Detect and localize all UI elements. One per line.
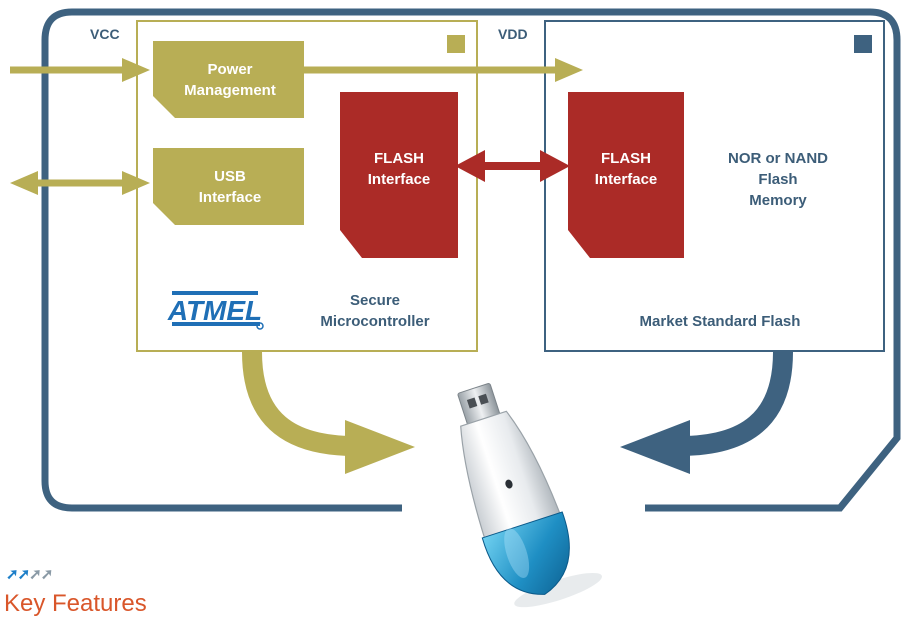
svg-text:ATMEL: ATMEL: [167, 295, 262, 326]
usb-arrowhead-right: [122, 171, 150, 195]
flash-interface-right-label: FLASH Interface: [594, 150, 658, 188]
flash-to-drive-arrowhead: [620, 420, 690, 474]
usb-interface-block: [153, 148, 304, 225]
vdd-label: VDD: [498, 26, 528, 42]
key-features-heading: Key Features: [4, 590, 147, 617]
mcu-to-drive-curve: [242, 351, 356, 456]
nor-nand-memory-label: NOR or NAND Flash Memory: [728, 150, 828, 209]
flash-interface-left-label: FLASH Interface: [367, 150, 431, 188]
power-management-label: Power Management: [184, 61, 276, 99]
flash-link-arrowhead-right: [540, 150, 570, 182]
market-standard-flash-label: Market Standard Flash: [639, 313, 801, 330]
double-arrow-icon: ➚➚➚➚: [6, 566, 53, 583]
vcc-input-arrowhead: [122, 58, 150, 82]
vcc-label: VCC: [90, 26, 120, 42]
usb-interface-label: USB Interface: [198, 168, 262, 206]
atmel-logo: ATMEL: [167, 291, 264, 330]
flash-to-drive-curve: [679, 351, 793, 456]
flash-interface-block-right: [568, 92, 684, 258]
outer-frame: [41, 8, 901, 512]
flash-link-arrowhead-left: [455, 150, 485, 182]
vdd-indicator-square: [854, 35, 872, 53]
vcc-indicator-square: [447, 35, 465, 53]
secure-microcontroller-label: Secure Microcontroller: [320, 292, 430, 330]
flash-interface-block-left: [340, 92, 458, 258]
usb-arrowhead-left: [10, 171, 38, 195]
power-management-block: [153, 41, 304, 118]
power-to-flash-arrowhead: [555, 58, 583, 82]
usb-flash-drive-icon: [457, 383, 602, 608]
mcu-to-drive-arrowhead: [345, 420, 415, 474]
